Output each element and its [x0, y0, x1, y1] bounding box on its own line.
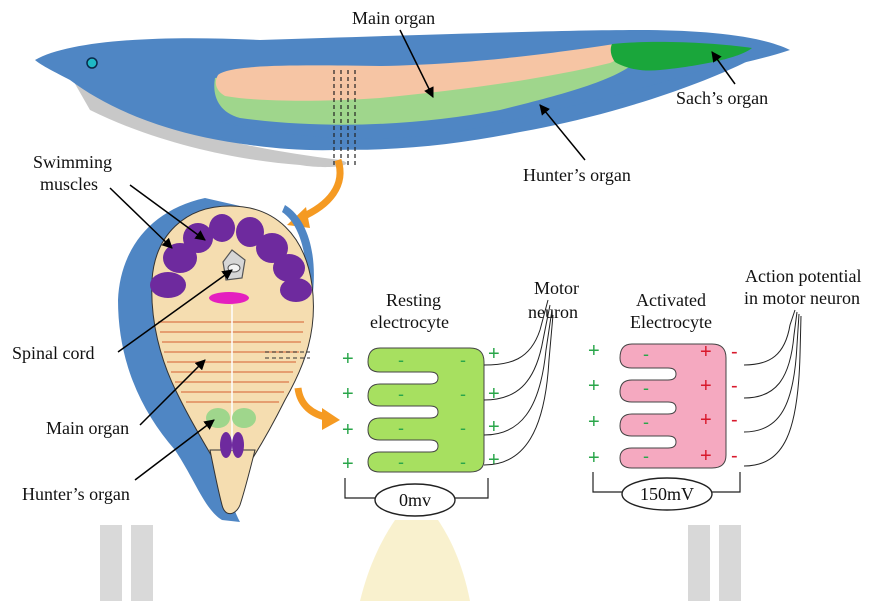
activated-inside-left-signs: - - - -	[643, 344, 649, 466]
activated-right-outside-sign: -	[731, 375, 738, 397]
activated-inside-right-sign: +	[700, 409, 712, 431]
resting-outside-sign: +	[342, 383, 354, 405]
activated-electrocyte: Activated Electrocyte + + + + - - - - + …	[588, 290, 740, 510]
activated-right-outside-signs: - - - -	[731, 341, 738, 467]
activated-outside-signs: + + + +	[588, 340, 600, 469]
activated-outside-sign: +	[588, 375, 600, 397]
activated-title-2: Electrocyte	[630, 312, 712, 332]
activated-title-1: Activated	[636, 290, 706, 310]
activated-right-outside-sign: -	[731, 341, 738, 363]
action-potential-fibers	[744, 310, 801, 466]
cross-section	[118, 198, 314, 522]
resting-inside-right-sign: -	[460, 350, 466, 370]
label-spinal-cord: Spinal cord	[12, 343, 95, 363]
resting-inside-left-sign: -	[398, 350, 404, 370]
resting-electrocyte: Resting electrocyte + + + + - - - - - - …	[342, 290, 500, 516]
resting-right-outside-sign: +	[488, 383, 500, 405]
watermark	[100, 520, 741, 601]
resting-title-1: Resting	[386, 290, 441, 310]
resting-cell-body	[368, 348, 484, 472]
resting-inside-left-signs: - - - -	[398, 350, 404, 472]
activated-inside-left-sign: -	[643, 344, 649, 364]
resting-voltage: 0mv	[399, 490, 431, 510]
label-main-organ-left: Main organ	[46, 418, 129, 438]
activated-right-outside-sign: -	[731, 445, 738, 467]
activated-outside-sign: +	[588, 447, 600, 469]
eye-icon	[87, 58, 97, 68]
label-hunters-organ-top: Hunter’s organ	[523, 165, 631, 185]
label-sachs-organ: Sach’s organ	[676, 88, 768, 108]
resting-inside-right-sign: -	[460, 418, 466, 438]
resting-outside-sign: +	[342, 419, 354, 441]
activated-outside-sign: +	[588, 340, 600, 362]
resting-outside-sign: +	[342, 453, 354, 475]
resting-inside-right-sign: -	[460, 452, 466, 472]
resting-outside-sign: +	[342, 348, 354, 370]
resting-right-outside-signs: + + + +	[488, 343, 500, 471]
resting-inside-left-sign: -	[398, 384, 404, 404]
label-hunters-organ-left: Hunter’s organ	[22, 484, 130, 504]
resting-title-2: electrocyte	[370, 312, 449, 332]
label-muscles: muscles	[40, 174, 98, 194]
activated-inside-left-sign: -	[643, 412, 649, 432]
activated-inside-right-sign: +	[700, 341, 712, 363]
resting-right-outside-sign: +	[488, 343, 500, 365]
magenta-structure	[209, 292, 249, 304]
resting-outside-signs: + + + +	[342, 348, 354, 475]
resting-inside-left-sign: -	[398, 452, 404, 472]
activated-outside-sign: +	[588, 411, 600, 433]
resting-inside-left-sign: -	[398, 418, 404, 438]
label-main-organ-top: Main organ	[352, 8, 435, 28]
activated-inside-right-sign: +	[700, 375, 712, 397]
activated-inside-left-sign: -	[643, 378, 649, 398]
resting-right-outside-sign: +	[488, 449, 500, 471]
activated-voltage: 150mV	[640, 484, 694, 504]
motor-neuron-1: Motor	[534, 278, 579, 298]
action-potential-1: Action potential	[745, 266, 861, 286]
action-potential-2: in motor neuron	[744, 288, 860, 308]
orange-arrow-head-2	[322, 408, 340, 430]
activated-right-outside-sign: -	[731, 409, 738, 431]
activated-inside-left-sign: -	[643, 446, 649, 466]
activated-inside-right-sign: +	[700, 445, 712, 467]
label-swimming: Swimming	[33, 152, 112, 172]
resting-inside-right-sign: -	[460, 384, 466, 404]
